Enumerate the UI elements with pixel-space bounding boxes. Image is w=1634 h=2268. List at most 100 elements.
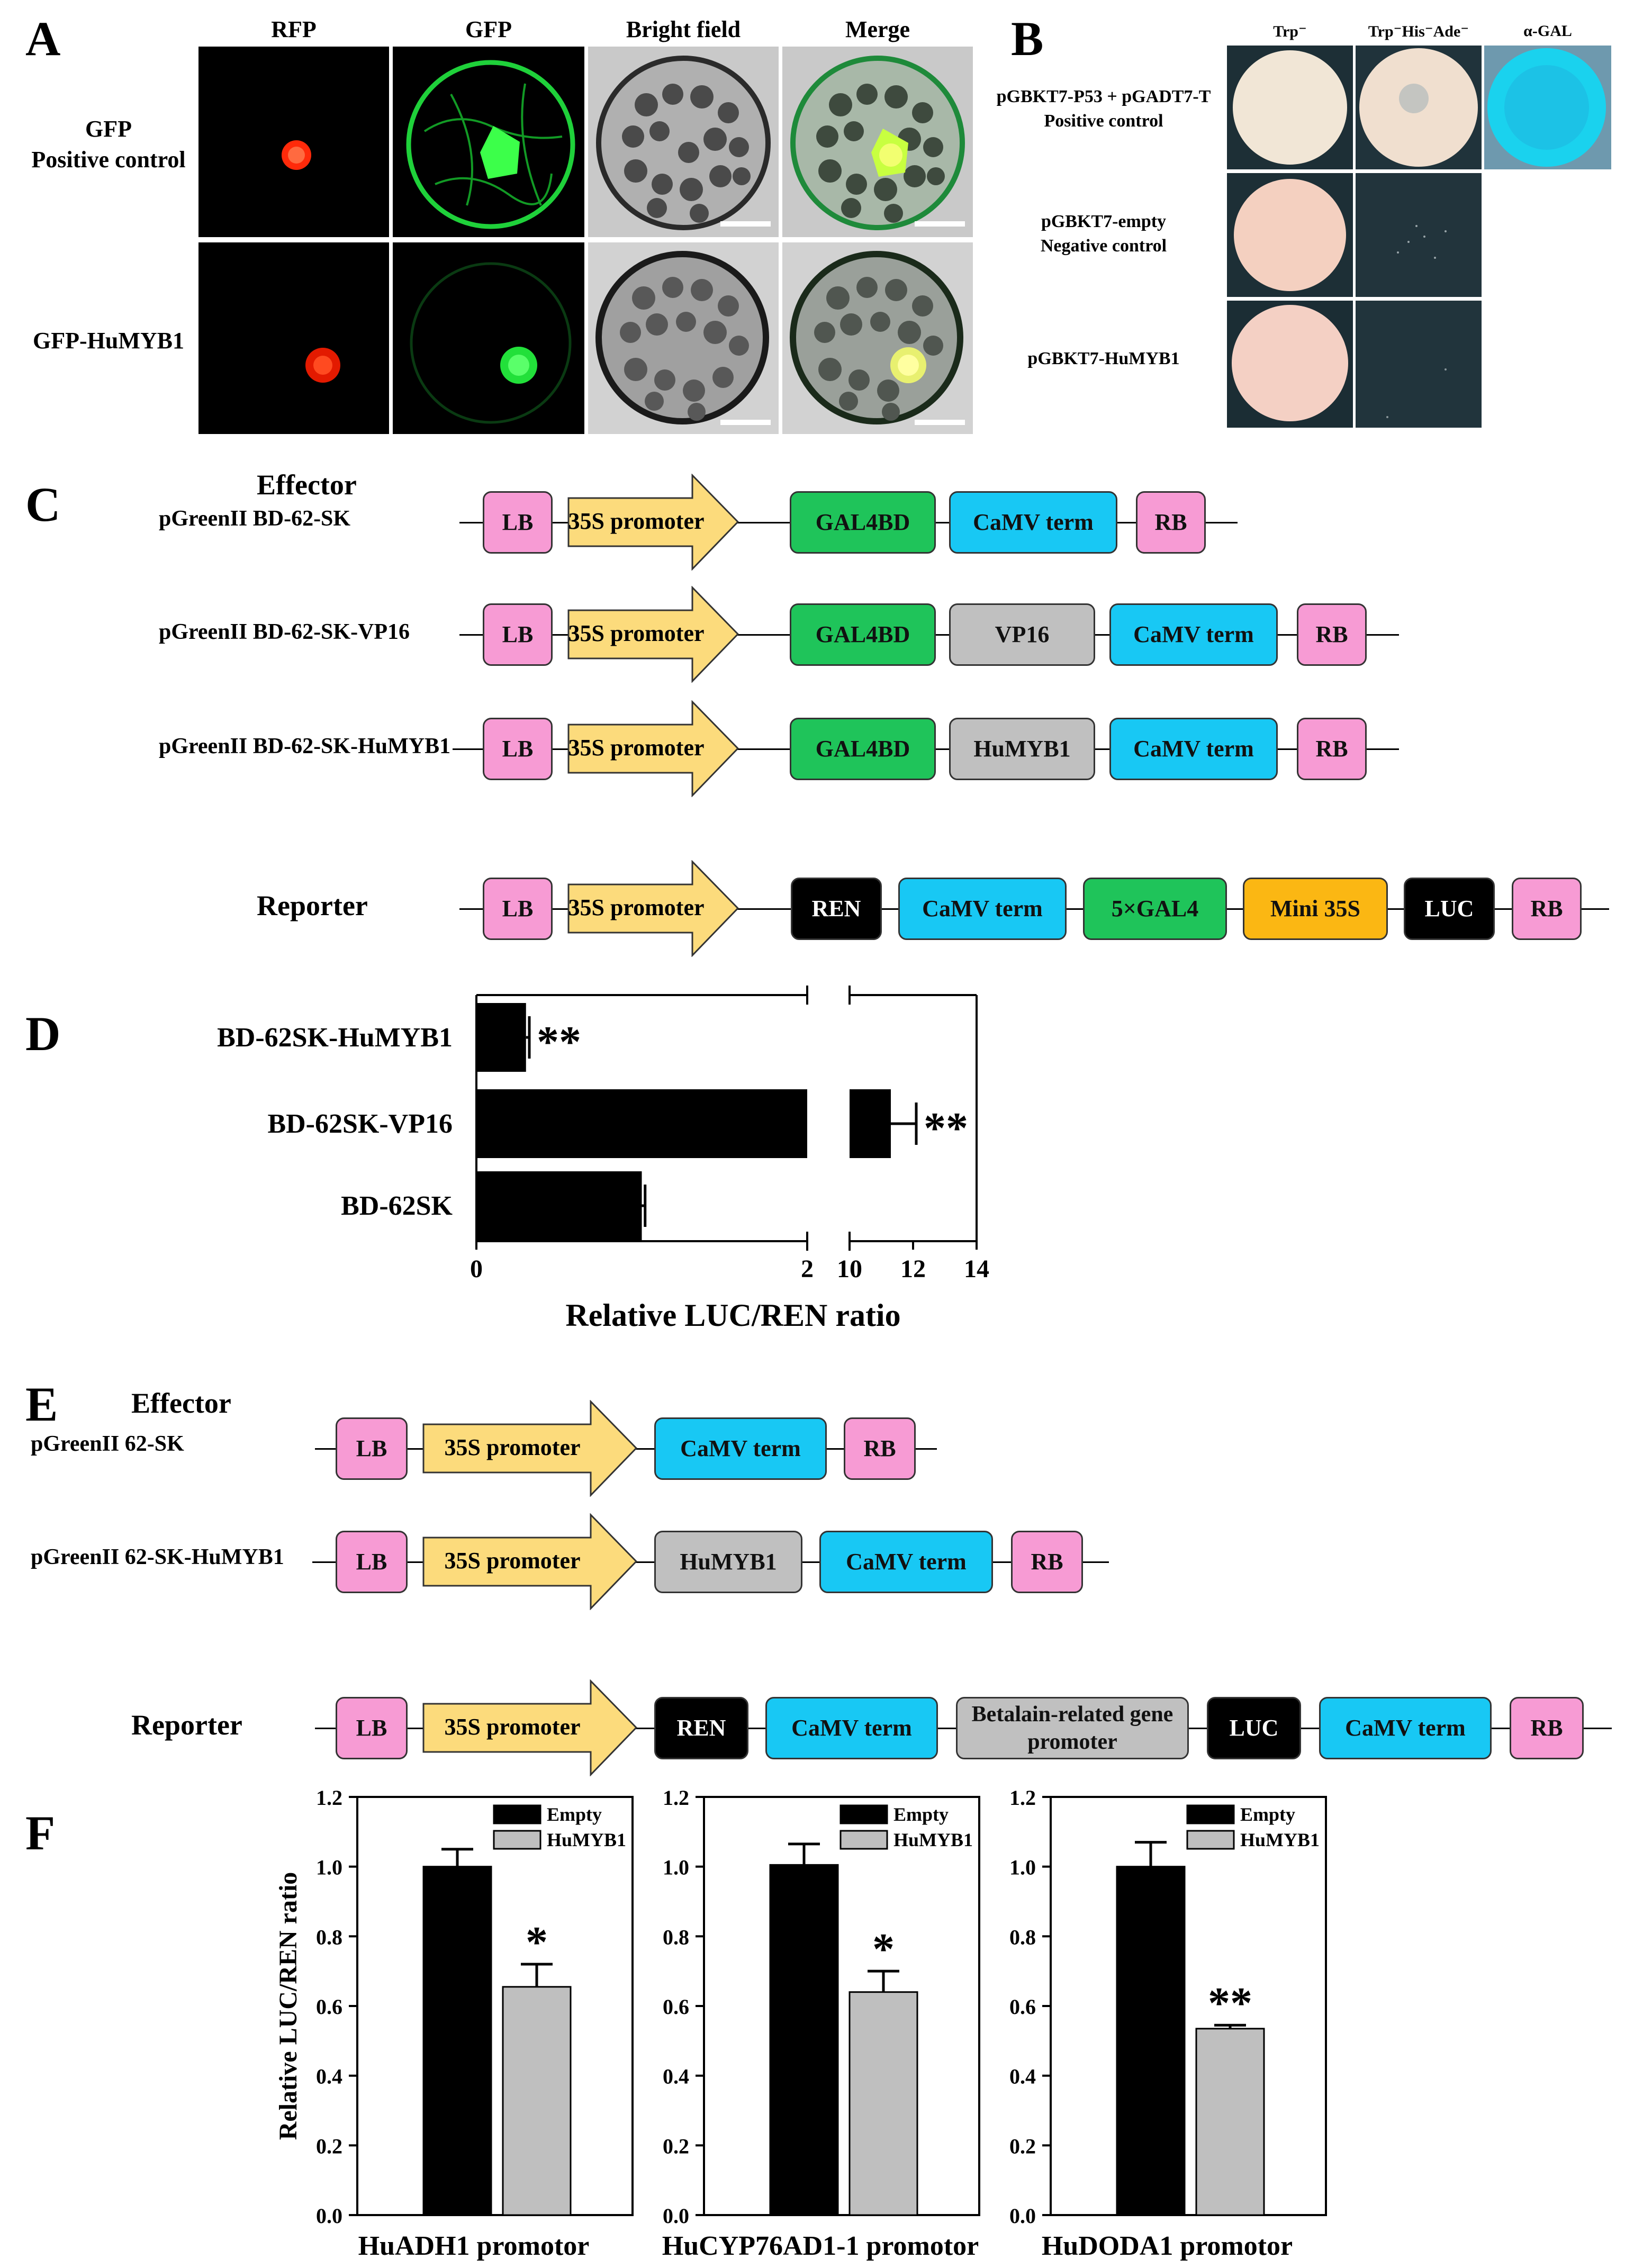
promoter-arrow: 35S promoter — [567, 473, 739, 571]
chart-title: HuADH1 promotor — [358, 2231, 590, 2261]
significance-marker: ** — [537, 1017, 581, 1067]
lb-box: LB — [336, 1697, 408, 1759]
lb-box: LB — [483, 718, 553, 780]
bar — [476, 1003, 526, 1072]
plot-frame — [356, 1796, 634, 2216]
micrograph-merge-control — [782, 47, 973, 237]
col-header-rfp: RFP — [271, 16, 317, 42]
lb-box: LB — [336, 1531, 408, 1593]
col-header-merge: Merge — [845, 16, 910, 42]
chart-title: HuDODA1 promotor — [1042, 2231, 1293, 2261]
yeast-spot-positive-agal — [1484, 46, 1611, 169]
gal4bd-box: GAL4BD — [790, 603, 936, 666]
humyb1-box: HuMYB1 — [654, 1531, 802, 1593]
significance-marker: * — [526, 1918, 548, 1967]
effector-title-e: Effector — [131, 1387, 231, 1419]
y-tick-label: 0.0 — [316, 2204, 342, 2228]
promoter-arrow: 35S promoter — [422, 1679, 638, 1777]
y-tick-label: 1.2 — [663, 1786, 689, 1810]
bar — [769, 1864, 839, 2216]
micrograph-rfp-humyb1 — [198, 242, 389, 434]
y-tick-label: 1.2 — [1009, 1786, 1036, 1810]
gal4bd-box: GAL4BD — [790, 491, 936, 554]
legend-swatch — [839, 1804, 888, 1824]
y-tick-label: 1.0 — [663, 1856, 689, 1880]
vp16-box: VP16 — [949, 603, 1095, 666]
rb-box: RB — [844, 1417, 916, 1480]
y-tick-label: 0.8 — [1009, 1925, 1036, 1949]
x-tick-label: 12 — [900, 1255, 926, 1283]
y-tick-label: 0.6 — [663, 1995, 689, 2019]
yeast-spot-positive-trp — [1227, 46, 1353, 169]
legend-swatch — [493, 1804, 541, 1824]
yeast-spot-negative-trp — [1227, 173, 1353, 297]
camv-term-box: CaMV term — [654, 1417, 827, 1480]
x-tick-label: 14 — [964, 1255, 989, 1283]
y-tick-label: 0.4 — [316, 2065, 342, 2089]
rb-box: RB — [1297, 718, 1367, 780]
micrograph-gfp-control — [393, 47, 584, 237]
camv-term-box: CaMV term — [1109, 718, 1278, 780]
ren-box: REN — [654, 1697, 748, 1759]
legend-label: HuMYB1 — [547, 1829, 626, 1850]
legend-swatch — [493, 1830, 541, 1850]
legend-swatch — [1186, 1804, 1235, 1824]
micrograph-bright-field-control — [588, 47, 779, 237]
panel-label-f: F — [25, 1806, 56, 1860]
mini-35s-box: Mini 35S — [1243, 878, 1388, 940]
lb-box: LB — [336, 1417, 408, 1480]
x-tick-label: 10 — [837, 1255, 862, 1283]
promoter-arrow: 35S promoter — [567, 585, 739, 683]
bar — [850, 1089, 891, 1158]
betalain-promoter-box: Betalain-related gene promoter — [956, 1697, 1189, 1759]
legend-label: HuMYB1 — [893, 1829, 973, 1850]
bar — [476, 1171, 642, 1240]
promoter-arrow: 35S promoter — [422, 1399, 638, 1497]
camv-term-box: CaMV term — [765, 1697, 938, 1759]
camv-term-box: CaMV term — [819, 1531, 993, 1593]
col-header-bright-field: Bright field — [626, 16, 741, 42]
micrograph-merge-humyb1 — [782, 242, 973, 434]
col-header-trp: Trp⁻ — [1273, 23, 1307, 40]
bar — [1116, 1866, 1186, 2216]
bar — [848, 1991, 918, 2216]
promoter-arrow: 35S promoter — [422, 1513, 638, 1611]
panel-label-e: E — [25, 1377, 58, 1431]
lb-box: LB — [483, 491, 553, 554]
luc-box: LUC — [1404, 878, 1495, 940]
yeast-spot-negative-sd — [1356, 173, 1482, 297]
x-axis-label: Relative LUC/REN ratio — [565, 1298, 900, 1333]
micrograph-gfp-humyb1 — [393, 242, 584, 434]
significance-marker: * — [872, 1924, 895, 1974]
bar — [502, 1986, 572, 2216]
y-tick-label: 0.6 — [316, 1995, 342, 2019]
col-header-alpha-gal: α-GAL — [1523, 22, 1572, 40]
construct-name-bd-62-sk: pGreenII BD-62-SK — [159, 507, 351, 531]
rb-box: RB — [1510, 1697, 1584, 1759]
significance-marker: ** — [924, 1104, 968, 1153]
bar — [1195, 2028, 1265, 2216]
plot-frame — [1050, 1796, 1327, 2216]
y-tick-label: 0.4 — [1009, 2065, 1036, 2089]
plot-frame — [703, 1796, 980, 2216]
x-tick-label: 0 — [470, 1255, 483, 1283]
row-label-gfp-humyb1: GFP-HuMYB1 — [33, 328, 184, 354]
legend-label: Empty — [1240, 1804, 1295, 1825]
rb-box: RB — [1512, 878, 1582, 940]
humyb1-box: HuMYB1 — [949, 718, 1095, 780]
construct-name-62-sk: pGreenII 62-SK — [31, 1432, 184, 1456]
y-tick-label: 0.2 — [663, 2134, 689, 2158]
y-tick-label: 0.0 — [1009, 2204, 1036, 2228]
legend-swatch — [839, 1830, 888, 1850]
legend-swatch — [1186, 1830, 1235, 1850]
camv-term-box: CaMV term — [1109, 603, 1278, 666]
camv-term-box: CaMV term — [898, 878, 1067, 940]
col-header-gfp: GFP — [465, 16, 512, 42]
construct-name-bd-62-sk-vp16: pGreenII BD-62-SK-VP16 — [159, 620, 410, 644]
category-label: BD-62SK-VP16 — [267, 1109, 453, 1139]
y-tick-label: 0.0 — [663, 2204, 689, 2228]
yeast-spot-humyb1-sd — [1356, 301, 1482, 428]
panel-label-a: A — [25, 12, 61, 66]
